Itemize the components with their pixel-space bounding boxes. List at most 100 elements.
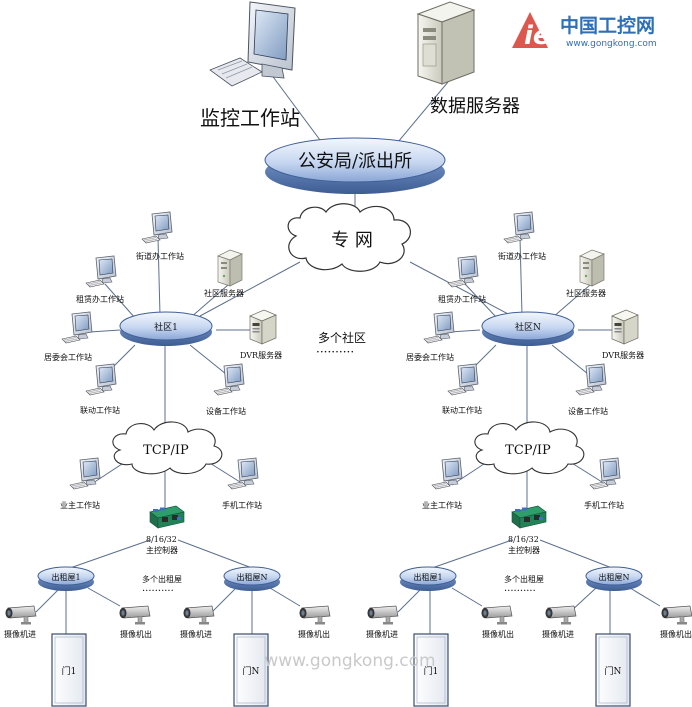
resident-workstation-icon — [423, 311, 455, 344]
dvr-server-icon — [249, 309, 277, 345]
data-server-label: 数据服务器 — [430, 96, 520, 117]
line-c1-resident — [89, 329, 121, 333]
controller-name-label: 主控制器 — [146, 545, 178, 555]
camera-in-icon — [5, 605, 37, 625]
owner-ws-label: 业主工作站 — [60, 500, 100, 510]
line-c1-device — [189, 344, 227, 375]
server-icon — [416, 1, 476, 85]
tcpip-cloud-1: TCP/IP — [474, 421, 585, 475]
line-cN-device — [551, 344, 589, 375]
rental-workstation-icon — [85, 255, 117, 288]
line-c1-houseN — [177, 539, 253, 569]
community-hub-1-label: 社区N — [515, 321, 541, 333]
door-b-1: 门N — [595, 633, 631, 707]
cloud-icon — [287, 203, 411, 272]
resident-workstation-icon — [61, 311, 93, 344]
device-workstation-icon — [575, 363, 607, 396]
rental-ws-label: 租赁办工作站 — [76, 294, 124, 304]
door-icon — [413, 633, 449, 707]
line-cN-street — [519, 237, 523, 316]
controller-model-label: 8/16/32 — [146, 535, 177, 544]
cloud-icon — [474, 421, 585, 475]
door-a-1-label: 门1 — [424, 665, 439, 677]
camera-in-icon — [183, 605, 215, 625]
watermark: www.gongkong.com — [264, 651, 435, 671]
private-net-cloud: 专 网 — [287, 203, 411, 272]
linkage-workstation-icon — [447, 363, 479, 396]
line-cN-resident — [449, 329, 481, 333]
line-cN-rental — [464, 283, 498, 319]
camera-out-label: 摄像机出 — [120, 629, 152, 639]
camera-in-label: 摄像机进 — [366, 629, 398, 639]
rental-house-a-1: 出租屋1 — [399, 566, 457, 591]
street-ws-label: 街道办工作站 — [136, 251, 184, 261]
tcpip-cloud-0-label: TCP/IP — [143, 443, 189, 458]
controller-board-icon — [149, 505, 185, 529]
controller-name-label: 主控制器 — [508, 545, 540, 555]
door-a-1: 门1 — [413, 633, 449, 707]
mobile-workstation-icon — [227, 457, 259, 490]
line-cN-server — [551, 284, 591, 319]
tcpip-cloud-1-label: TCP/IP — [505, 443, 551, 458]
street-ws-label: 街道办工作站 — [498, 251, 546, 261]
device-ws-label: 设备工作站 — [568, 406, 608, 416]
multi-house-dots: ·········· — [504, 586, 536, 597]
camera-out-icon — [481, 605, 513, 625]
mobile-workstation-icon — [589, 457, 621, 490]
door-b-1-label: 门N — [605, 665, 622, 677]
community-server-label: 社区服务器 — [204, 288, 244, 298]
street-workstation-icon — [141, 211, 173, 244]
camera-in-icon — [367, 605, 399, 625]
camera-in-label: 摄像机进 — [180, 629, 212, 639]
multi-community-note: 多个社区 ·········· — [316, 330, 366, 359]
logo-mark: ie — [524, 21, 551, 51]
line-net-comm1 — [199, 261, 301, 317]
police-disk-top — [264, 137, 446, 183]
dvr-server-icon — [611, 309, 639, 345]
community-server-icon — [217, 249, 243, 287]
owner-ws-label: 业主工作站 — [422, 500, 462, 510]
community-hub-0: 社区1 — [119, 311, 213, 346]
multi-community-label: 多个社区 — [318, 330, 366, 345]
rental-house-a-1-label: 出租屋1 — [413, 572, 442, 582]
line-c1-house1 — [69, 539, 151, 569]
linkage-ws-label: 联动工作站 — [80, 405, 120, 415]
camera-out-icon — [299, 605, 331, 625]
rental-house-b-1-label: 出租屋N — [599, 572, 630, 582]
line-cN-cam1 — [397, 587, 423, 613]
door-a-0: 门1 — [51, 633, 87, 707]
line-c1-cam2 — [87, 587, 121, 607]
camera-out-icon — [119, 605, 151, 625]
door-b-0: 门N — [233, 633, 269, 707]
resident-ws-label: 居委会工作站 — [406, 352, 454, 362]
community-hub-0-label: 社区1 — [154, 321, 178, 333]
controller-board-icon — [511, 505, 547, 529]
camera-out-label: 摄像机出 — [660, 629, 692, 639]
connection-lines — [35, 69, 661, 636]
police-station-hub: 公安局/派出所 — [264, 137, 446, 194]
multi-house-dots: ·········· — [142, 586, 174, 597]
community-server-label: 社区服务器 — [566, 288, 606, 298]
line-monitor-police — [267, 69, 321, 141]
rental-ws-label: 租赁办工作站 — [438, 294, 486, 304]
rental-house-a-0-label: 出租屋1 — [51, 572, 80, 582]
door-icon — [595, 633, 631, 707]
dvr-server-label: DVR服务器 — [240, 350, 282, 360]
workstation-icon — [209, 1, 296, 87]
camera-in-icon — [545, 605, 577, 625]
camera-in-label: 摄像机进 — [542, 629, 574, 639]
device-ws-label: 设备工作站 — [206, 406, 246, 416]
line-c1-cam4 — [269, 587, 301, 607]
door-icon — [51, 633, 87, 707]
linkage-workstation-icon — [85, 363, 117, 396]
owner-workstation-icon — [431, 457, 463, 490]
rental-house-b-0: 出租屋N — [223, 566, 281, 591]
camera-out-label: 摄像机出 — [298, 629, 330, 639]
logo-name: 中国工控网 — [560, 14, 655, 37]
multi-house-label: 多个出租屋 — [504, 574, 544, 584]
rental-house-b-0-label: 出租屋N — [237, 572, 268, 582]
line-net-commN — [409, 261, 513, 317]
device-workstation-icon — [213, 363, 245, 396]
